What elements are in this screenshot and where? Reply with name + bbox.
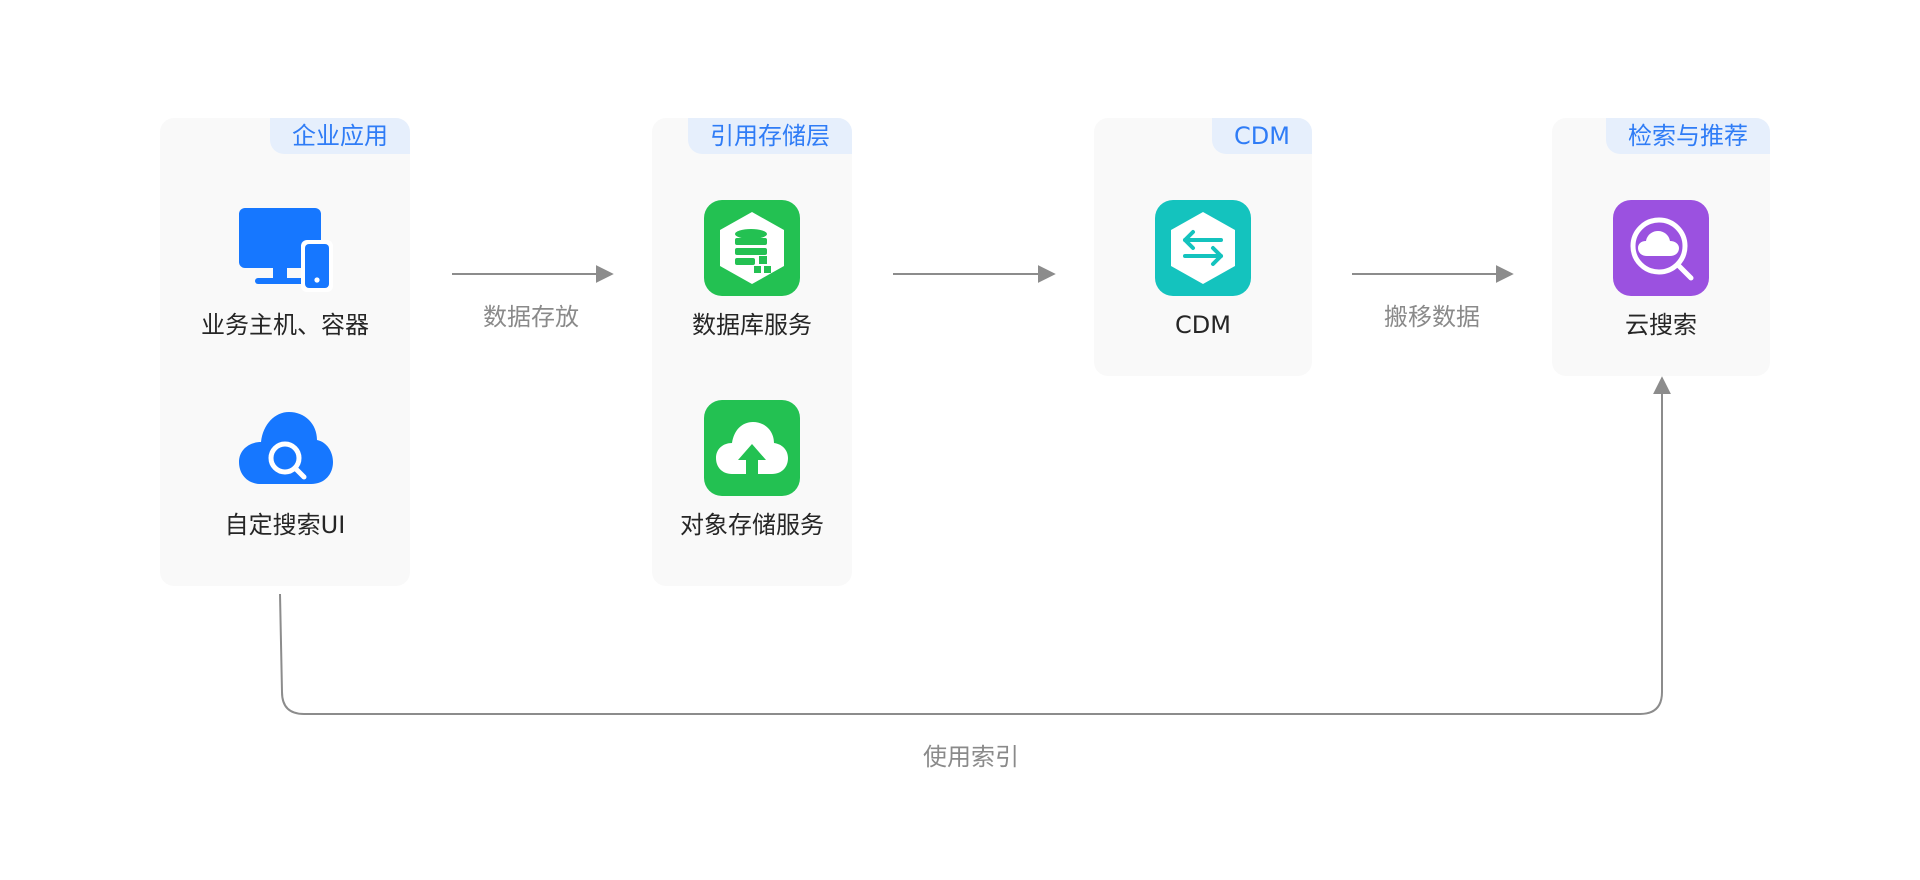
group-tag-search-recommend: 检索与推荐 [1606, 118, 1770, 154]
node-cdm: CDM [1083, 200, 1323, 340]
node-label: 对象存储服务 [680, 511, 824, 539]
group-tag-enterprise-app: 企业应用 [270, 118, 410, 154]
edge-label-store: 数据存放 [483, 303, 579, 331]
node-label: 云搜索 [1625, 311, 1697, 339]
node-label: 自定搜索UI [224, 511, 346, 539]
edge-label-migrate: 搬移数据 [1384, 303, 1480, 331]
node-business-host: 业务主机、容器 [165, 200, 405, 340]
cloud-search-icon [1613, 200, 1709, 296]
transfer-icon [1155, 200, 1251, 296]
edge-label-use-index: 使用索引 [923, 743, 1019, 771]
node-custom-search-ui: 自定搜索UI [165, 400, 405, 540]
group-tag-cdm: CDM [1212, 118, 1312, 154]
node-cloud-search: 云搜索 [1541, 200, 1781, 340]
node-label: 数据库服务 [692, 311, 812, 339]
node-object-storage: 对象存储服务 [632, 400, 872, 540]
database-icon [704, 200, 800, 296]
cloud-upload-icon [704, 400, 800, 496]
desktop-mobile-icon [237, 200, 333, 296]
node-label: CDM [1175, 311, 1231, 339]
group-tag-storage-layer: 引用存储层 [688, 118, 852, 154]
group-storage-layer: 引用存储层 [652, 118, 852, 586]
arrow-use-index [279, 376, 1671, 715]
group-enterprise-app: 企业应用 [160, 118, 410, 586]
node-database-service: 数据库服务 [632, 200, 872, 340]
node-label: 业务主机、容器 [201, 311, 369, 339]
cloud-search-icon [237, 400, 333, 496]
